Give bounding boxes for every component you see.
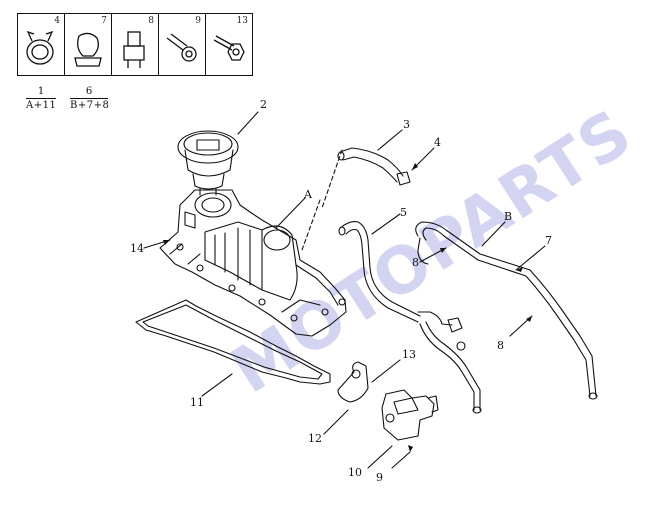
group-contents: B+7+8 — [70, 98, 110, 111]
cover-gasket — [135, 299, 331, 385]
callout-3: 3 — [403, 118, 410, 131]
group-contents: A+11 — [26, 98, 57, 111]
group-note-6: 6 B+7+8 — [70, 86, 110, 112]
callout-a: A — [303, 188, 313, 201]
callout-11: 11 — [190, 396, 204, 409]
small-parts-legend: 4 7 8 9 — [17, 13, 253, 76]
legend-cell-number: 7 — [101, 16, 107, 26]
leader-arrowheads — [163, 163, 532, 452]
callout-4: 4 — [434, 136, 441, 149]
callout-2: 2 — [260, 98, 267, 111]
flange-bolt-icon — [166, 33, 197, 62]
group-note-1: 1 A+11 — [26, 86, 56, 112]
callout-10: 10 — [348, 466, 362, 479]
callout-5: 5 — [400, 206, 407, 219]
legend-cell-number: 13 — [236, 16, 248, 26]
callout-b: B — [504, 210, 512, 223]
watermark: MOTOPARTS — [219, 95, 646, 408]
hex-bolt-icon — [213, 35, 245, 61]
legend-cell-number: 9 — [195, 16, 201, 26]
pressure-valve — [381, 389, 439, 441]
callout-8-lower: 8 — [497, 339, 504, 352]
pipe-clip-icon — [74, 32, 102, 67]
hose-clamp-icon — [26, 30, 54, 65]
legend-cell-number: 4 — [54, 16, 60, 26]
fastener-clip-icon — [123, 31, 145, 68]
callout-8-upper: 8 — [412, 256, 419, 269]
legend-cell-fastener-clip: 8 — [112, 14, 159, 75]
callout-14: 14 — [130, 242, 144, 255]
breather-hose-middle — [338, 221, 482, 414]
callout-7: 7 — [545, 234, 552, 247]
callout-12: 12 — [308, 432, 322, 445]
oil-filler-cap — [177, 130, 239, 196]
cylinder-head-cover — [159, 189, 347, 337]
breather-hose-lower — [415, 221, 598, 400]
legend-cell-pipe-clip: 7 — [65, 14, 112, 75]
group-number: 1 — [37, 86, 45, 97]
group-number: 6 — [85, 86, 93, 97]
legend-cell-number: 8 — [148, 16, 154, 26]
callout-13: 13 — [402, 348, 416, 361]
bracket — [337, 361, 369, 403]
breather-hose-upper — [337, 147, 411, 186]
legend-cell-hex-bolt: 13 — [206, 14, 252, 75]
callout-9: 9 — [376, 471, 383, 484]
legend-cell-hose-clamp: 4 — [18, 14, 65, 75]
legend-cell-flange-bolt: 9 — [159, 14, 206, 75]
